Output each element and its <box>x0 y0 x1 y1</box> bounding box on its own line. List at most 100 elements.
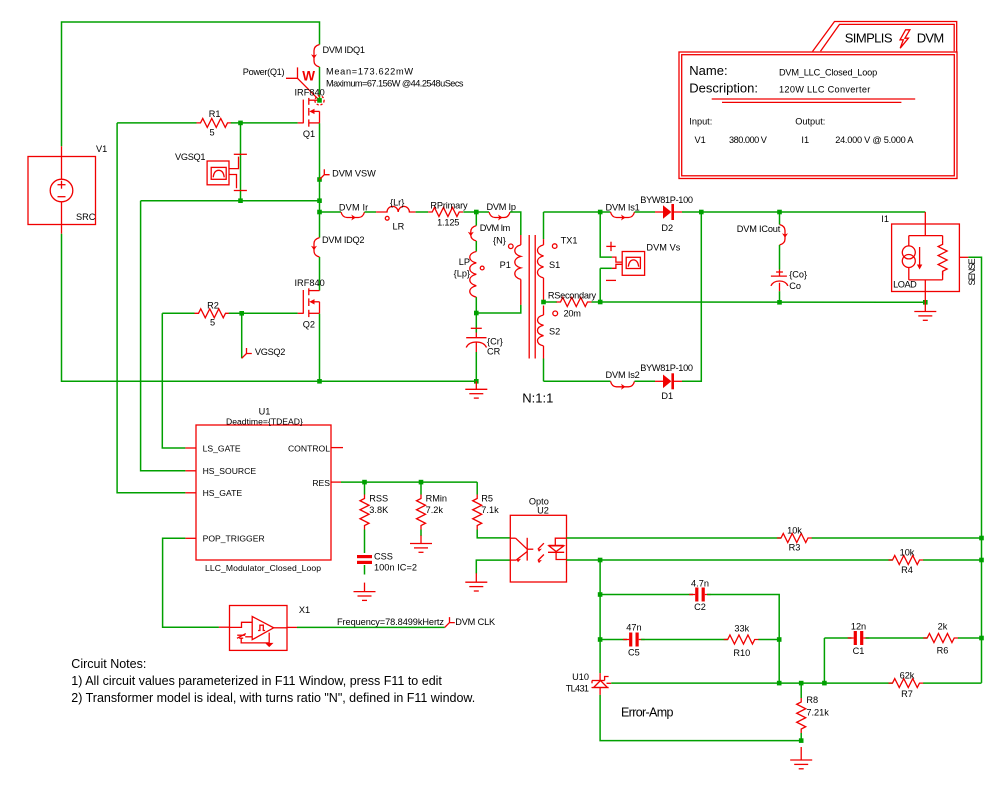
svg-text:2k: 2k <box>938 622 948 632</box>
svg-text:U2: U2 <box>537 505 549 515</box>
svg-text:Q1: Q1 <box>303 129 315 139</box>
svg-text:1) All circuit values paramete: 1) All circuit values parameterized in F… <box>71 674 442 688</box>
svg-text:Deadtime={TDEAD}: Deadtime={TDEAD} <box>226 417 303 427</box>
svg-text:Output:: Output: <box>795 117 825 127</box>
svg-text:I1: I1 <box>881 214 889 224</box>
svg-text:47n: 47n <box>626 623 641 633</box>
svg-text:VGSQ2: VGSQ2 <box>255 347 286 357</box>
svg-text:{Lp}: {Lp} <box>454 268 470 278</box>
svg-text:DVM Is2: DVM Is2 <box>606 370 640 380</box>
svg-text:R1: R1 <box>209 109 221 119</box>
svg-text:DVM Ir: DVM Ir <box>339 202 368 212</box>
svg-text:{Cr}: {Cr} <box>487 336 503 346</box>
svg-text:DVM IDQ1: DVM IDQ1 <box>323 45 366 55</box>
svg-text:V1: V1 <box>695 135 706 145</box>
svg-text:C1: C1 <box>853 646 865 656</box>
svg-text:BYW81P-100: BYW81P-100 <box>640 195 693 205</box>
svg-text:DVM Is1: DVM Is1 <box>606 202 640 212</box>
svg-text:DVM CLK: DVM CLK <box>455 617 496 627</box>
svg-text:Error-Amp: Error-Amp <box>621 706 673 720</box>
svg-text:DVM Im: DVM Im <box>480 223 511 233</box>
svg-text:R2: R2 <box>207 300 219 310</box>
svg-text:10k: 10k <box>900 547 915 557</box>
svg-text:CSS: CSS <box>374 551 393 561</box>
svg-text:RMin: RMin <box>426 494 447 504</box>
svg-text:R3: R3 <box>789 542 801 552</box>
svg-text:R10: R10 <box>733 648 750 658</box>
svg-text:{Lr}: {Lr} <box>390 198 404 208</box>
svg-text:Opto: Opto <box>529 497 549 507</box>
svg-text:Description:: Description: <box>689 80 758 95</box>
svg-text:LLC_Modulator_Closed_Loop: LLC_Modulator_Closed_Loop <box>205 563 321 573</box>
svg-text:33k: 33k <box>734 624 749 634</box>
svg-text:X1: X1 <box>299 605 310 615</box>
svg-text:20m: 20m <box>564 309 582 319</box>
svg-text:IRF840: IRF840 <box>295 88 325 98</box>
svg-text:HS_GATE: HS_GATE <box>203 488 243 498</box>
svg-text:12n: 12n <box>851 622 866 632</box>
svg-text:HS_SOURCE: HS_SOURCE <box>203 466 257 476</box>
svg-text:C2: C2 <box>694 602 706 612</box>
svg-text:LR: LR <box>393 222 405 232</box>
svg-text:5: 5 <box>209 127 214 137</box>
svg-text:POP_TRIGGER: POP_TRIGGER <box>203 534 265 544</box>
svg-text:RES: RES <box>312 478 330 488</box>
svg-text:R8: R8 <box>806 695 818 705</box>
svg-text:Input:: Input: <box>689 117 712 127</box>
svg-text:120W LLC Converter: 120W LLC Converter <box>779 85 870 95</box>
svg-text:S2: S2 <box>549 327 560 337</box>
svg-text:Circuit Notes:: Circuit Notes: <box>71 657 146 671</box>
svg-text:LP: LP <box>459 257 470 267</box>
svg-text:100n IC=2: 100n IC=2 <box>374 562 417 572</box>
svg-text:Q2: Q2 <box>303 320 315 330</box>
svg-text:S1: S1 <box>549 260 560 270</box>
svg-text:7.2k: 7.2k <box>426 505 444 515</box>
svg-text:TX1: TX1 <box>561 236 578 246</box>
svg-text:DVM VSW: DVM VSW <box>332 168 376 178</box>
svg-text:BYW81P-100: BYW81P-100 <box>640 363 693 373</box>
svg-text:I1: I1 <box>801 135 809 145</box>
svg-text:1.125: 1.125 <box>437 218 459 228</box>
svg-text:U10: U10 <box>572 672 589 682</box>
svg-text:SIMPLIS: SIMPLIS <box>845 31 893 46</box>
svg-text:RPrimary: RPrimary <box>430 200 468 210</box>
svg-text:DVM: DVM <box>917 31 945 46</box>
svg-text:Mean=173.622mW: Mean=173.622mW <box>326 66 413 76</box>
svg-text:{N}: {N} <box>493 235 506 245</box>
svg-text:DVM ICout: DVM ICout <box>737 224 781 234</box>
svg-text:N:1:1: N:1:1 <box>522 391 553 406</box>
svg-text:U1: U1 <box>259 406 271 416</box>
svg-text:D1: D1 <box>661 391 673 401</box>
svg-text:24.000 V @ 5.000 A: 24.000 V @ 5.000 A <box>835 135 914 145</box>
svg-text:RSS: RSS <box>369 494 388 504</box>
svg-text:R7: R7 <box>901 689 913 699</box>
svg-text:Maximum=67.156W @44.2548uSecs: Maximum=67.156W @44.2548uSecs <box>326 78 464 88</box>
svg-text:DVM IDQ2: DVM IDQ2 <box>322 235 365 245</box>
svg-text:4.7n: 4.7n <box>691 579 709 589</box>
svg-text:7.1k: 7.1k <box>481 505 499 515</box>
svg-text:10k: 10k <box>787 525 802 535</box>
svg-text:R5: R5 <box>481 494 493 504</box>
svg-text:DVM Ip: DVM Ip <box>487 202 517 212</box>
svg-text:62k: 62k <box>900 670 915 680</box>
svg-text:W: W <box>302 68 315 83</box>
svg-text:SENSE: SENSE <box>967 258 977 285</box>
svg-text:TL431: TL431 <box>566 684 589 694</box>
svg-text:5: 5 <box>210 318 215 328</box>
svg-text:V1: V1 <box>96 144 107 154</box>
svg-text:3.8K: 3.8K <box>369 505 389 515</box>
svg-text:C5: C5 <box>628 647 640 657</box>
svg-text:VGSQ1: VGSQ1 <box>175 152 206 162</box>
svg-text:Power(Q1): Power(Q1) <box>243 67 285 77</box>
svg-text:IRF840: IRF840 <box>295 278 325 288</box>
svg-text:7.21k: 7.21k <box>806 708 829 718</box>
svg-text:RSecondary: RSecondary <box>548 290 597 300</box>
svg-text:2) Transformer model is ideal,: 2) Transformer model is ideal, with turn… <box>71 691 475 705</box>
svg-text:Frequency=78.8499kHertz: Frequency=78.8499kHertz <box>337 617 444 627</box>
svg-text:Co: Co <box>789 281 801 291</box>
svg-text:LOAD: LOAD <box>893 280 917 290</box>
svg-text:SRC: SRC <box>76 212 96 222</box>
svg-text:LS_GATE: LS_GATE <box>203 443 241 453</box>
svg-text:380.000 V: 380.000 V <box>729 135 768 145</box>
svg-text:Name:: Name: <box>689 63 727 78</box>
